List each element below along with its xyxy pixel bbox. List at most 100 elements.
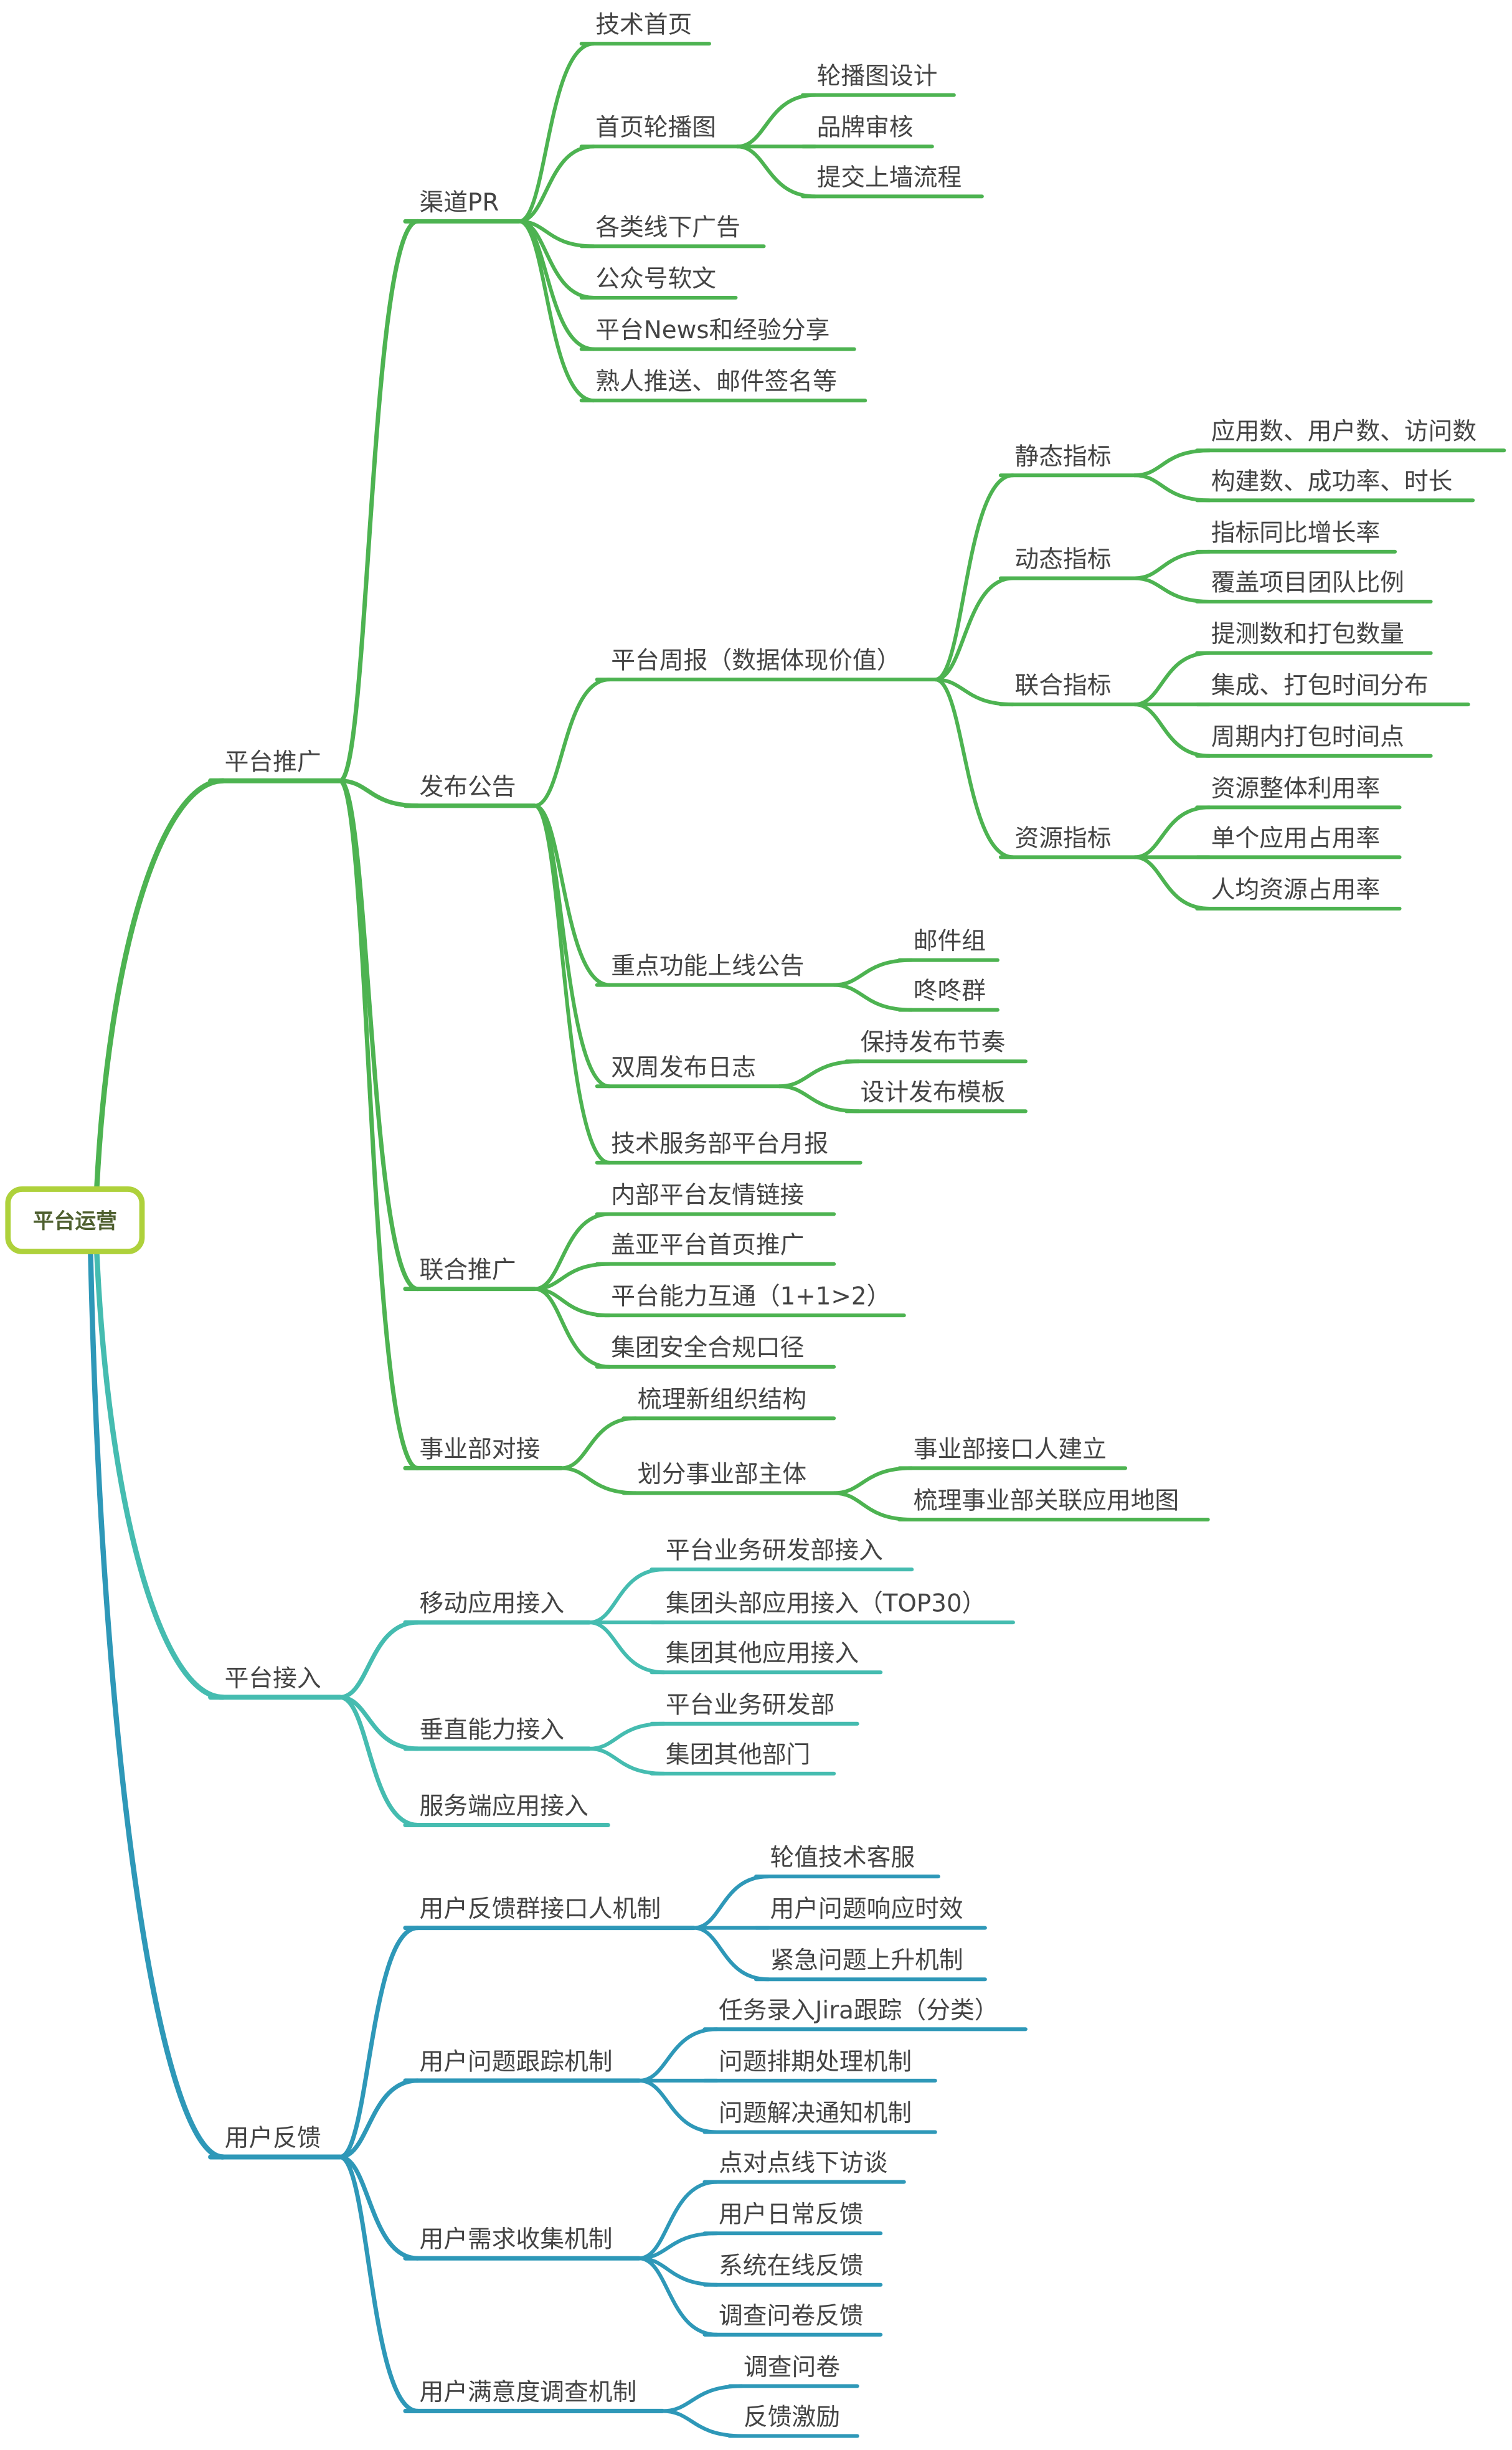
detail-topic-label[interactable]: 技术首页: [595, 11, 692, 39]
detail-topic-label[interactable]: 提交上墙流程: [817, 164, 962, 192]
branch-connector: [338, 1926, 420, 2160]
detail-topic-label[interactable]: 人均资源占用率: [1211, 876, 1380, 904]
detail-topic-label[interactable]: 提测数和打包数量: [1211, 620, 1404, 648]
root-topic[interactable]: 平台运营: [5, 1186, 145, 1254]
branch-connector: [532, 803, 612, 1165]
main-topic-label[interactable]: 平台接入: [225, 1665, 321, 1693]
detail-topic-label[interactable]: 保持发布节奏: [861, 1029, 1006, 1057]
branch-connector: [832, 1491, 914, 1521]
root-connector: [94, 778, 226, 1191]
detail-topic-label[interactable]: 问题解决通知机制: [719, 2099, 912, 2127]
subtopic-label[interactable]: 用户需求收集机制: [419, 2226, 612, 2254]
detail-topic-label[interactable]: 指标同比增长率: [1211, 519, 1380, 547]
detail-topic-label[interactable]: 公众号软文: [595, 265, 716, 293]
branch-connector: [735, 144, 818, 199]
branch-connector: [933, 473, 1015, 682]
detail-topic-label[interactable]: 平台业务研发部: [666, 1691, 834, 1719]
detail-topic-label[interactable]: 任务录入Jira跟踪（分类）: [719, 1997, 999, 2025]
detail-topic-label[interactable]: 品牌审核: [817, 114, 914, 142]
detail-topic-label[interactable]: 集成、打包时间分布: [1211, 672, 1429, 700]
detail-topic-label[interactable]: 双周发布日志: [611, 1054, 756, 1082]
detail-topic-label[interactable]: 首页轮播图: [595, 114, 716, 142]
branch-connector: [338, 778, 420, 1470]
detail-topic-label[interactable]: 内部平台友情链接: [611, 1181, 804, 1209]
branch-connector: [637, 2231, 719, 2261]
detail-topic-label[interactable]: 平台News和经验分享: [595, 316, 829, 344]
detail-topic-label[interactable]: 反馈激励: [744, 2403, 840, 2431]
branch-connector: [587, 1620, 666, 1675]
branch-connector: [1133, 702, 1212, 758]
detail-topic-label[interactable]: 各类线下广告: [595, 214, 740, 242]
branch-connector: [338, 2155, 420, 2261]
detail-topic-label[interactable]: 覆盖项目团队比例: [1211, 569, 1404, 597]
branch-connector: [532, 678, 612, 808]
subtopic-label[interactable]: 用户反馈群接口人机制: [419, 1895, 661, 1923]
detail-topic-label[interactable]: 盖亚平台首页推广: [611, 1231, 804, 1259]
detail-topic-label[interactable]: 邮件组: [914, 927, 986, 955]
branch-connector: [832, 958, 914, 987]
detail-topic-label[interactable]: 集团其他应用接入: [666, 1640, 859, 1668]
detail-topic-label[interactable]: 构建数、成功率、时长: [1211, 468, 1453, 496]
detail-topic-label[interactable]: 静态指标: [1014, 443, 1111, 471]
branch-connector: [559, 1416, 638, 1470]
main-topic-label[interactable]: 平台推广: [225, 748, 321, 776]
detail-topic-label[interactable]: 轮播图设计: [817, 62, 938, 90]
branch-connector: [517, 219, 596, 351]
detail-topic-label[interactable]: 平台周报（数据体现价值）: [611, 647, 900, 675]
detail-topic-label[interactable]: 咚咚群: [914, 977, 986, 1005]
detail-topic-label[interactable]: 单个应用占用率: [1211, 825, 1380, 853]
root-connector: [88, 1250, 226, 2160]
subtopic-label[interactable]: 用户满意度调查机制: [419, 2378, 636, 2406]
detail-topic-label[interactable]: 技术服务部平台月报: [611, 1130, 828, 1158]
subtopic-label[interactable]: 移动应用接入: [419, 1590, 564, 1618]
connector-lines: [88, 42, 1506, 2438]
detail-topic-label[interactable]: 调查问卷: [744, 2353, 840, 2381]
detail-topic-label[interactable]: 梳理新组织结构: [638, 1386, 806, 1414]
subtopic-label[interactable]: 事业部对接: [419, 1435, 540, 1464]
detail-topic-label[interactable]: 周期内打包时间点: [1211, 723, 1404, 751]
root-topic-label[interactable]: 平台运营: [33, 1209, 117, 1233]
branch-connector: [735, 93, 818, 149]
branch-connector: [660, 2409, 744, 2438]
detail-topic-label[interactable]: 用户问题响应时效: [770, 1895, 963, 1923]
detail-topic-label[interactable]: 点对点线下访谈: [719, 2149, 887, 2177]
subtopic-label[interactable]: 用户问题跟踪机制: [419, 2048, 612, 2076]
subtopic-label[interactable]: 联合推广: [419, 1256, 516, 1284]
detail-topic-label[interactable]: 调查问卷反馈: [719, 2302, 864, 2330]
detail-topic-label[interactable]: 划分事业部主体: [638, 1460, 806, 1488]
detail-topic-label[interactable]: 设计发布模板: [861, 1079, 1006, 1107]
detail-topic-label[interactable]: 重点功能上线公告: [611, 952, 804, 980]
detail-topic-label[interactable]: 动态指标: [1014, 546, 1111, 574]
detail-topic-label[interactable]: 平台能力互通（1+1>2）: [611, 1283, 891, 1311]
detail-topic-label[interactable]: 熟人推送、邮件签名等: [595, 368, 837, 396]
subtopic-label[interactable]: 发布公告: [419, 773, 516, 801]
detail-topic-label[interactable]: 用户日常反馈: [719, 2201, 864, 2229]
detail-topic-label[interactable]: 平台业务研发部接入: [666, 1537, 883, 1565]
branch-connector: [777, 1059, 861, 1089]
branch-connector: [777, 1084, 861, 1114]
detail-topic-label[interactable]: 集团安全合规口径: [611, 1334, 804, 1362]
detail-topic-label[interactable]: 集团其他部门: [666, 1741, 811, 1769]
detail-topic-label[interactable]: 梳理事业部关联应用地图: [914, 1487, 1179, 1515]
detail-topic-label[interactable]: 事业部接口人建立: [914, 1435, 1107, 1464]
branch-connector: [532, 1287, 612, 1369]
detail-topic-label[interactable]: 问题排期处理机制: [719, 2048, 912, 2076]
main-topic-label[interactable]: 用户反馈: [225, 2124, 321, 2152]
detail-topic-label[interactable]: 轮值技术客服: [770, 1844, 915, 1872]
detail-topic-label[interactable]: 联合指标: [1014, 672, 1111, 700]
subtopic-label[interactable]: 渠道PR: [419, 189, 499, 217]
branch-connector: [532, 1212, 612, 1291]
detail-topic-label[interactable]: 资源整体利用率: [1211, 775, 1380, 803]
root-topic-box[interactable]: [5, 1186, 145, 1254]
subtopic-label[interactable]: 服务端应用接入: [419, 1792, 588, 1820]
detail-topic-label[interactable]: 系统在线反馈: [719, 2252, 864, 2280]
subtopic-label[interactable]: 垂直能力接入: [419, 1716, 564, 1744]
detail-topic-label[interactable]: 紧急问题上升机制: [770, 1947, 963, 1975]
branch-connector: [1133, 549, 1212, 580]
branch-connector: [637, 2180, 719, 2261]
detail-topic-label[interactable]: 资源指标: [1014, 825, 1111, 853]
branch-connector: [933, 576, 1015, 682]
detail-topic-label[interactable]: 集团头部应用接入（TOP30）: [666, 1590, 986, 1618]
detail-topic-label[interactable]: 应用数、用户数、访问数: [1211, 418, 1477, 446]
